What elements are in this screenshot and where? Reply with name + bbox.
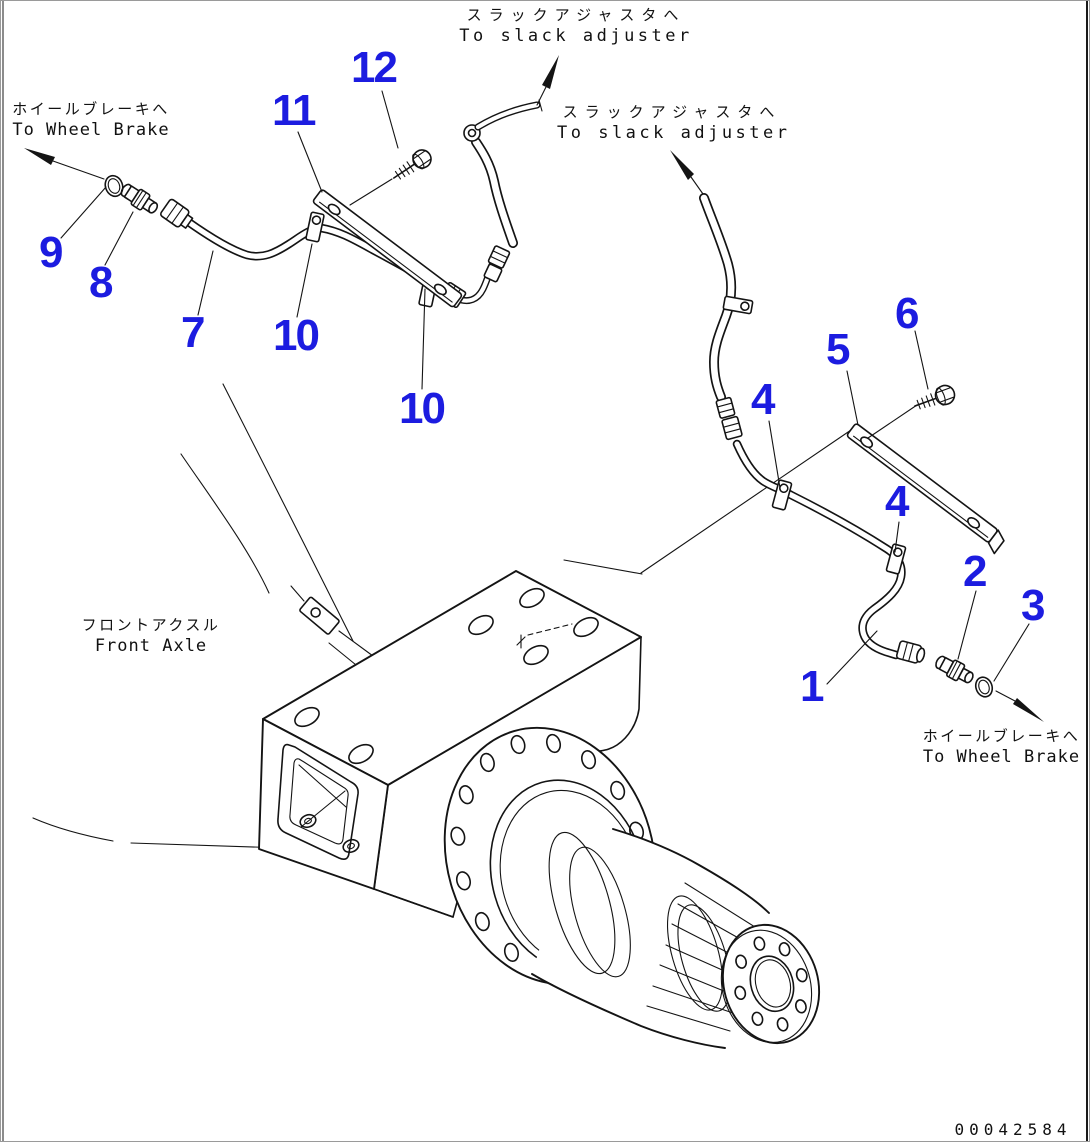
hose-nut [715,396,736,419]
arrow-to-slack-adjuster-top [536,55,559,106]
slack-adjuster-hose-top [463,99,543,283]
label-jp: ホイールブレーキへ [12,100,170,118]
bolt-12 [349,149,432,206]
hose-clamp [722,295,754,315]
tube-clamp-10 [305,211,325,243]
clamp-mount-detail [290,585,374,670]
callout-1: 1 [800,662,825,711]
slack-adjuster-hose-right [699,193,737,402]
label-jp: ホイールブレーキへ [922,727,1081,745]
leader-lines [60,90,1030,685]
tube-guard-5 [846,423,1005,555]
direction-arrows [24,55,1044,722]
label-en: To Wheel Brake [922,747,1081,767]
callout-10: 10 [273,311,320,360]
label-en: To slack adjuster [557,123,791,143]
label-jp: スラックアジャスタへ [466,6,686,24]
arrow-to-wheel-brake-bottom-right [995,690,1044,722]
axle-outline-curves [32,383,855,849]
spindle-end-flange [720,923,821,1045]
brake-tube-1 [732,439,906,660]
label-slack-adjuster-top: スラックアジャスタへ To slack adjuster [426,4,726,46]
tube-nut [895,640,926,664]
grease-port-mark [516,623,573,649]
label-wheel-brake-bottom-right: ホイールブレーキへ To Wheel Brake [909,725,1089,767]
o-ring-3 [974,676,994,698]
callout-4: 4 [885,477,910,526]
tube-clamp-4 [771,479,793,511]
right-brake-line-assembly [699,193,1005,698]
callout-6: 6 [895,289,920,338]
arrow-to-wheel-brake-top-left [24,148,105,180]
label-en: To slack adjuster [459,26,693,46]
axle-spindle [531,828,821,1049]
label-en: To Wheel Brake [12,120,170,140]
callout-7: 7 [181,308,206,357]
hose-nut [487,245,511,269]
callout-4: 4 [751,375,776,424]
callout-11: 11 [272,86,316,135]
callout-2: 2 [963,547,988,596]
label-slack-adjuster-right: スラックアジャスタへ To slack adjuster [557,101,787,143]
label-jp: フロントアクスル [81,616,221,634]
hose-nut [483,263,503,283]
callout-12: 12 [351,43,398,92]
label-wheel-brake-top-left: ホイールブレーキへ To Wheel Brake [1,98,181,140]
drawing-number: 00042584 [954,1120,1072,1139]
connector-fitting-8 [120,183,159,214]
label-front-axle: フロントアクスル Front Axle [56,614,246,656]
tube-nut [159,198,194,229]
connector-fitting-2 [935,655,974,684]
callout-5: 5 [826,325,851,374]
bolt-6 [867,384,956,439]
label-jp: スラックアジャスタへ [562,103,782,121]
callout-10: 10 [399,384,446,433]
callout-9: 9 [39,228,64,277]
left-brake-tube-assembly [104,99,543,309]
callout-8: 8 [89,258,114,307]
tube-clamp-4 [885,543,907,575]
callout-3: 3 [1021,581,1046,630]
hose-nut [721,415,743,441]
label-en: Front Axle [94,636,208,656]
o-ring-9 [104,174,124,198]
housing-top-holes [294,587,599,765]
tube-guard-11 [312,189,463,308]
arrow-to-slack-adjuster-right [670,150,704,195]
